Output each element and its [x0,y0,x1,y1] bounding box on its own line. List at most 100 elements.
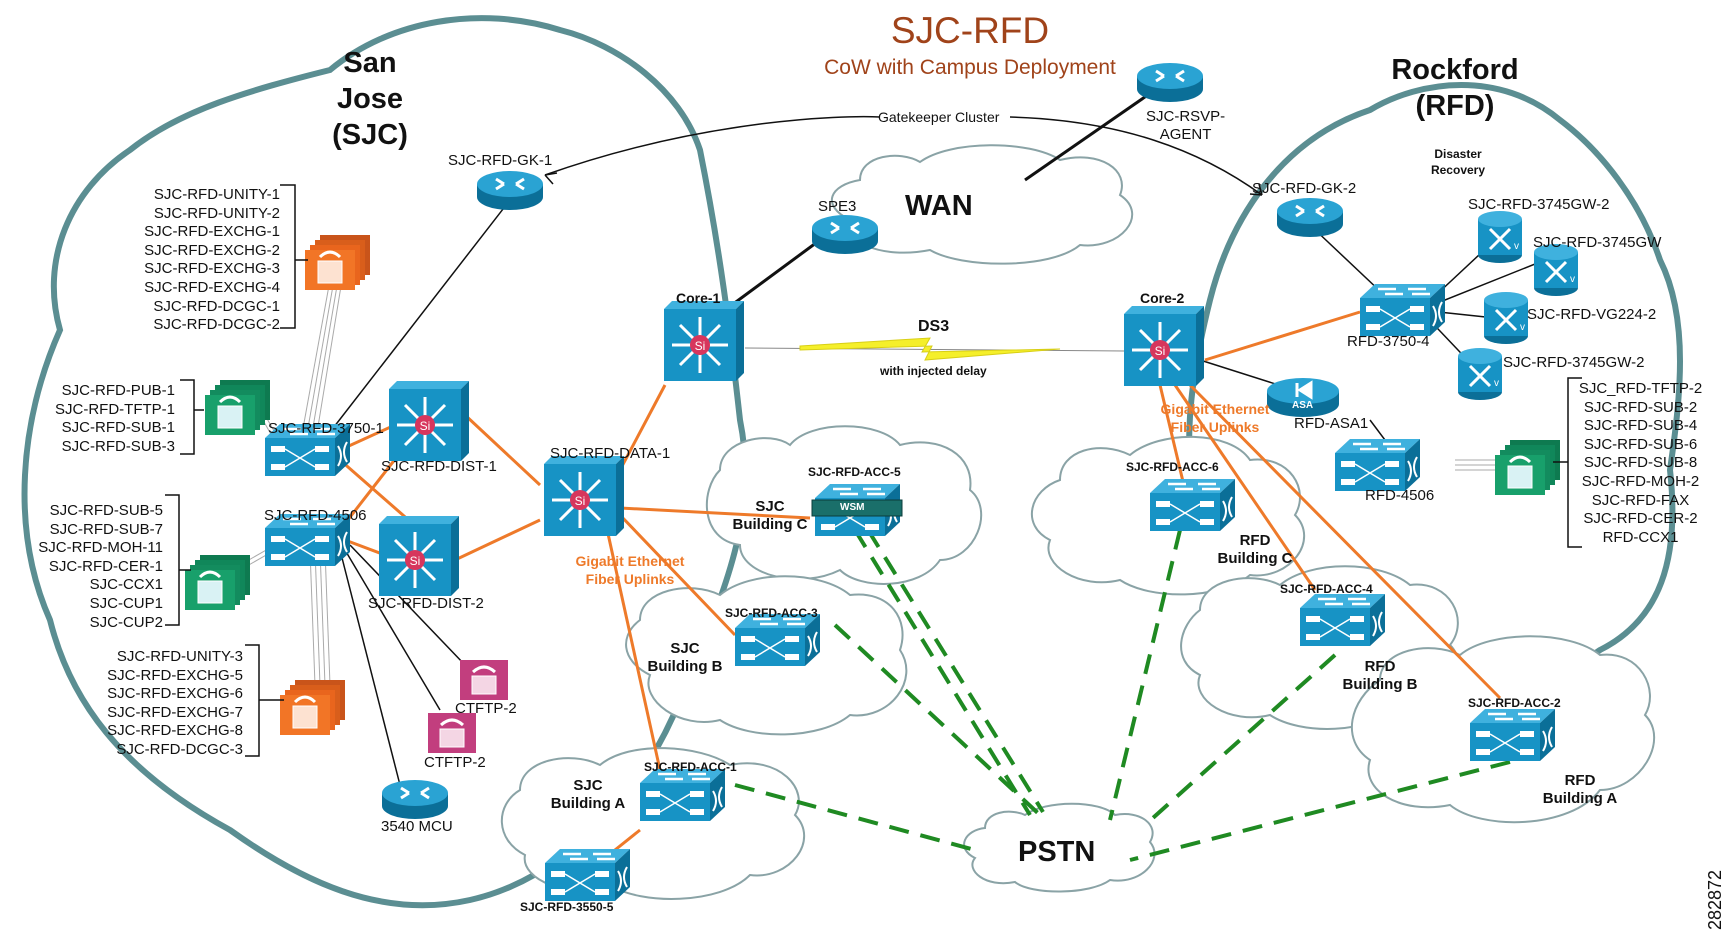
sjc-site-line3: (SJC) [332,119,408,151]
sw4506-label: SJC-RFD-4506 [264,507,367,524]
rfd-b-line1: RFD [1364,658,1396,675]
diagram-title: SJC-RFD [890,10,1050,51]
sjc-site-line1: San [343,47,397,79]
ds3-note-label: with injected delay [880,364,987,378]
dist1-label: SJC-RFD-DIST-1 [381,458,497,475]
server-name: SJC-RFD-SUB-6 [1583,435,1698,453]
rfd-server-stack[interactable] [1493,438,1562,497]
rfd4506-switch[interactable] [1333,437,1422,493]
core1-switch[interactable] [662,299,746,383]
gatekeeper-cluster-label: Gatekeeper Cluster [878,109,1000,125]
sjc-b-line2: Building B [647,658,723,675]
rfd-disaster-recovery-note: Disaster Recovery [1418,146,1498,178]
rsvp-line1: SJC-RSVP- [1146,108,1226,125]
server-name: SJC-CCX1 [89,576,163,594]
gk1-router[interactable] [475,169,545,212]
gk2-router[interactable] [1275,196,1345,239]
sjc-uplinks-line1: Gigabit Ethernet [575,553,685,569]
vg224-gateway[interactable] [1482,290,1530,346]
ds3-label: DS3 [918,318,950,335]
rfd-a-line1: RFD [1564,772,1596,789]
spe3-router[interactable] [810,213,880,256]
rfd4506-label: RFD-4506 [1365,487,1435,504]
gw3745-label: SJC-RFD-3745GW [1533,234,1662,251]
unity-server-stack-bottom[interactable] [278,678,347,737]
server-name: SJC-RFD-SUB-7 [49,520,163,538]
pstn-link-acc2 [1129,760,1511,862]
acc3-switch[interactable] [733,612,822,668]
sw3750-1-label: SJC-RFD-3750-1 [268,420,384,437]
core2-label: Core-2 [1140,290,1185,306]
acc1-switch[interactable] [638,767,727,823]
server-name: SJC-RFD-EXCHG-2 [144,241,280,259]
ds3-bolt [799,337,1061,361]
pstn-cloud-label: PSTN [1018,836,1096,868]
server-name: SJC-RFD-MOH-2 [1581,472,1700,490]
server-name: SJC-RFD-CER-2 [1583,510,1698,528]
data1-switch[interactable] [542,454,626,538]
ctftp-server-a[interactable] [458,658,510,702]
vg224-label: SJC-RFD-VG224-2 [1527,306,1657,323]
server-name: SJC-RFD-SUB-5 [49,502,163,519]
acc4-label: SJC-RFD-ACC-4 [1280,582,1373,596]
acc2-switch[interactable] [1468,707,1557,763]
server-name: SJC-RFD-SUB-1 [61,419,175,437]
server-name: SJC-RFD-DCGC-1 [153,297,280,315]
asa-firewall[interactable] [1267,378,1339,417]
gw3745-gateway[interactable] [1532,242,1580,298]
server-name: SJC-RFD-CER-1 [48,557,163,575]
acc1-label: SJC-RFD-ACC-1 [644,760,737,774]
rfd-a-line2: Building A [1542,790,1618,807]
sjc-b-line1: SJC [670,640,700,657]
rfd-uplinks-label: Gigabit Ethernet Fiber Uplinks [1140,400,1290,436]
server-name: RFD-CCX1 [1602,528,1679,546]
rfd-c-line2: Building C [1217,550,1293,567]
sjc-c-line2: Building C [732,516,808,533]
server-name: SJC-CUP2 [89,613,163,631]
dist2-switch[interactable] [377,514,461,598]
server-name: SJC-RFD-EXCHG-7 [107,703,243,721]
server-name: SJC-RFD-SUB-3 [61,437,175,455]
server-name: SJC-RFD-DCGC-3 [116,740,243,758]
mcu-router[interactable] [380,778,450,821]
sjc-site-label: San Jose (SJC) [310,45,430,153]
gatekeeper-cluster-link [544,115,1263,196]
server-name: SJC_RFD-TFTP-2 [1578,380,1703,397]
gk1-label: SJC-RFD-GK-1 [448,152,553,169]
figure-number: 282872 [1705,869,1725,930]
ctftp-server-b[interactable] [426,711,478,755]
server-name: SJC-RFD-EXCHG-4 [144,278,280,296]
sub-server-stack[interactable] [183,553,252,612]
gw3745-2b-gateway[interactable] [1456,346,1504,402]
pstn-link-acc1 [734,783,976,852]
core1-label: Core-1 [676,290,721,306]
gw3745-2a-gateway[interactable] [1476,209,1524,265]
core2-switch[interactable] [1122,304,1206,388]
acc6-switch[interactable] [1148,477,1237,533]
sjc-site-cloud [21,15,749,909]
pub-server-stack[interactable] [203,378,272,437]
acc4-switch[interactable] [1298,592,1387,648]
dist1-switch[interactable] [387,379,471,463]
server-name: SJC-RFD-EXCHG-8 [107,722,243,740]
sw3550-switch[interactable] [543,847,632,903]
server-name: SJC-RFD-UNITY-2 [153,204,280,222]
rfd3750-switch[interactable] [1358,282,1447,338]
ctftp-a-label: CTFTP-2 [455,700,517,717]
asa-label: RFD-ASA1 [1294,415,1369,432]
unity-server-stack-top[interactable] [303,233,372,292]
wan-cloud [830,144,1134,265]
server-name: SJC-RFD-FAX [1591,491,1690,509]
server-name: SJC-RFD-SUB-2 [1583,398,1698,416]
rfd-site-line1: Rockford [1391,54,1519,86]
